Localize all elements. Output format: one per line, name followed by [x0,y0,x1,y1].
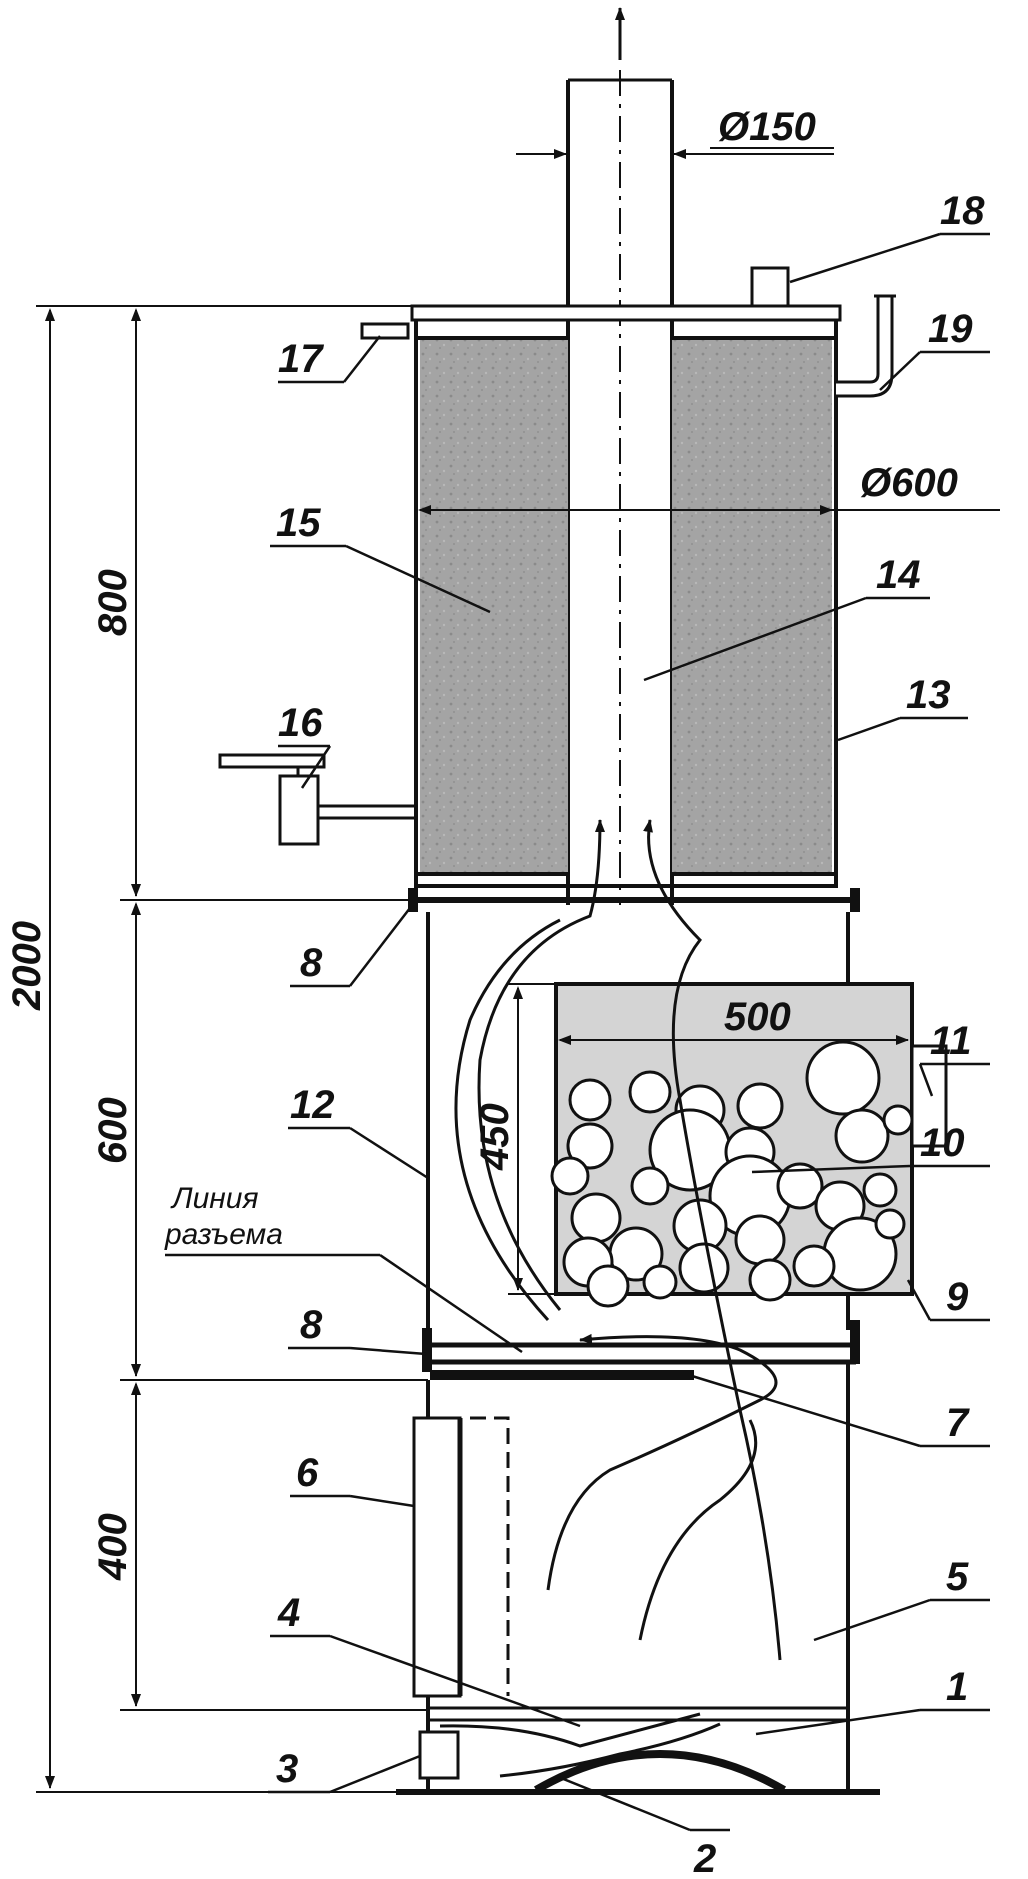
stone [862,1172,898,1208]
heater-width-label: 500 [724,995,791,1039]
stone [570,1192,622,1244]
firebox-height-label: 400 [91,1513,135,1581]
part-label-19: 19 [928,307,973,351]
part-label-16: 16 [278,701,323,745]
leader-lines [165,232,990,1832]
stone [586,1264,630,1308]
part-label-11: 11 [930,1019,972,1063]
part-label-10: 10 [920,1121,965,1165]
stone [792,1244,836,1288]
firebox-door [412,1416,510,1698]
middle-height-label: 600 [91,1097,135,1164]
total-height-label: 2000 [5,921,49,1011]
stone [834,1108,890,1164]
part-label-8-lower: 8 [300,1303,323,1347]
steam-pipe [836,294,894,398]
part-label-7: 7 [946,1401,970,1445]
flange-lower [422,1320,860,1372]
part-label-17: 17 [278,337,324,381]
part-label-13: 13 [906,673,951,717]
tank-lid [410,304,842,322]
fill-fitting [750,266,790,308]
stone [568,1078,612,1122]
stone [628,1070,672,1114]
stone [805,1040,881,1116]
heater-door [910,1044,948,1148]
pipe-diameter-label: Ø150 [718,105,816,149]
stone [776,1162,824,1210]
stone [734,1214,786,1266]
part-label-5: 5 [946,1555,969,1599]
water-fill-right [672,338,832,874]
stone [748,1258,792,1302]
tank-height-label: 800 [91,569,135,636]
water-tank [410,304,842,888]
part-label-4: 4 [277,1591,300,1635]
stone [736,1082,784,1130]
heater-height-label: 450 [473,1103,517,1171]
part-label-14: 14 [876,553,921,597]
stone [642,1264,678,1300]
tank-diameter-label: Ø600 [860,461,958,505]
water-tap [218,753,416,846]
chimney-pipe [566,7,674,905]
flange-upper [408,888,860,912]
split-line-note-2: разъема [164,1218,283,1251]
stone [882,1104,914,1136]
stone [566,1122,614,1170]
part-label-6: 6 [296,1451,319,1495]
dimension-lines [36,147,1000,1793]
part-label-9: 9 [946,1275,969,1319]
part-label-12: 12 [290,1083,335,1127]
part-label-18: 18 [940,189,985,233]
stone [550,1156,590,1196]
stand-arch [533,1750,787,1794]
firebox-body [426,1362,850,1790]
gas-flow [454,819,782,1661]
stone [678,1242,730,1294]
heater-stones [550,1040,914,1308]
stone [874,1208,906,1240]
part-label-15: 15 [276,501,321,545]
split-line-note-1: Линия [170,1182,258,1215]
part-label-3: 3 [276,1747,298,1791]
overflow-pipe [360,322,410,340]
water-fill-left [420,338,568,874]
part-label-1: 1 [946,1665,968,1709]
part-label-2: 2 [693,1837,716,1879]
stone [630,1166,670,1206]
ash-pit-door [418,1730,460,1780]
part-label-8-upper: 8 [300,941,323,985]
grate [439,1712,701,1748]
baffle-plate [430,1370,694,1380]
